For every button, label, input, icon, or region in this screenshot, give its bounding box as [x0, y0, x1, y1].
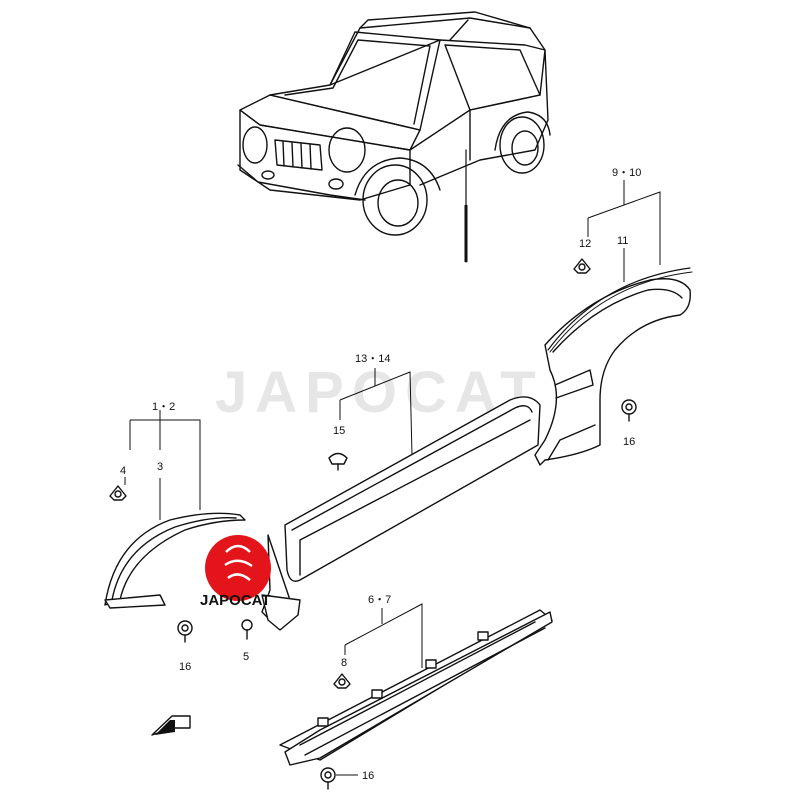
callout-3: 3: [157, 461, 163, 473]
fasteners: [109, 258, 637, 790]
forward-direction-arrow: [151, 715, 191, 736]
callout-15: 15: [333, 425, 345, 437]
callout-13-14: 13・14: [355, 353, 390, 365]
logo-mark-icon: [224, 544, 253, 581]
callout-6-7: 6・7: [368, 594, 391, 606]
clip-4-icon: [109, 485, 127, 501]
callout-16c: 16: [362, 770, 374, 782]
logo-text: JAPOCAT: [200, 592, 271, 609]
clip-16b-icon: [621, 399, 637, 422]
clip-12-icon: [573, 258, 591, 274]
callout-16b: 16: [623, 436, 635, 448]
clip-15-icon: [328, 452, 348, 471]
clip-16c-icon: [320, 767, 336, 790]
screw-5-icon: [241, 619, 253, 640]
leader-lines: [124, 180, 661, 776]
callout-11: 11: [617, 235, 628, 247]
callout-16a: 16: [179, 661, 191, 673]
callout-12: 12: [579, 238, 591, 250]
callout-8: 8: [341, 657, 347, 669]
rear-fender-extension: [534, 267, 693, 466]
logo-circle: [205, 535, 271, 601]
callout-4: 4: [120, 465, 126, 477]
callout-labels: 1・2 3 4 5 6・7 8 9・10 11 12 13・14 15 16 1…: [120, 167, 641, 782]
callout-9-10: 9・10: [612, 167, 641, 179]
clip-8-icon: [333, 673, 351, 689]
door-side-moulding: [284, 396, 541, 582]
vehicle-illustration: [237, 11, 551, 263]
clip-16a-icon: [177, 620, 193, 643]
side-sill-moulding: [279, 609, 553, 766]
callout-1-2: 1・2: [152, 401, 175, 413]
callout-5: 5: [243, 651, 249, 663]
brand-logo: JAPOCAT: [200, 535, 271, 609]
